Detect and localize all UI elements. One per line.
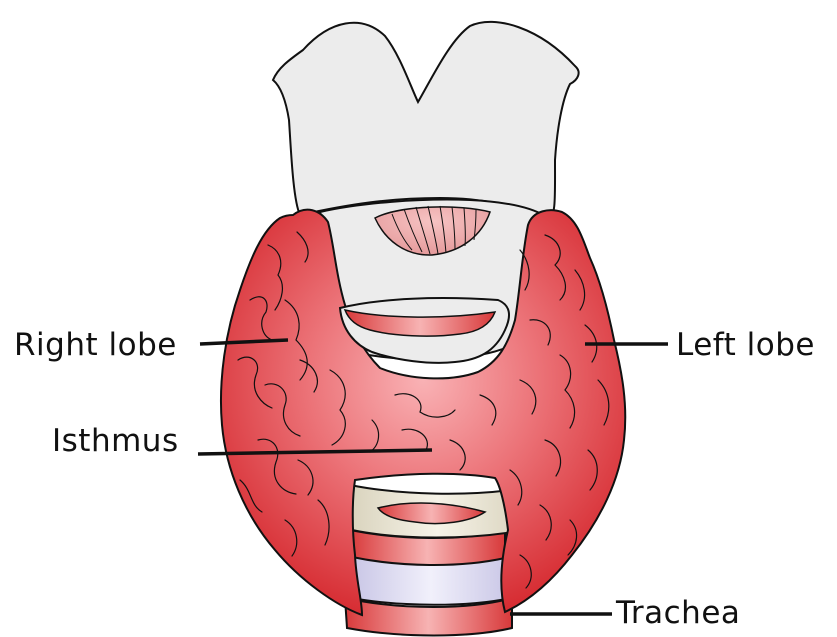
right-lobe-label: Right lobe — [14, 330, 177, 361]
thyroid-cartilage — [273, 22, 579, 222]
trachea-label: Trachea — [616, 598, 740, 629]
left-lobe-label: Left lobe — [676, 330, 815, 361]
isthmus-label: Isthmus — [52, 426, 179, 457]
